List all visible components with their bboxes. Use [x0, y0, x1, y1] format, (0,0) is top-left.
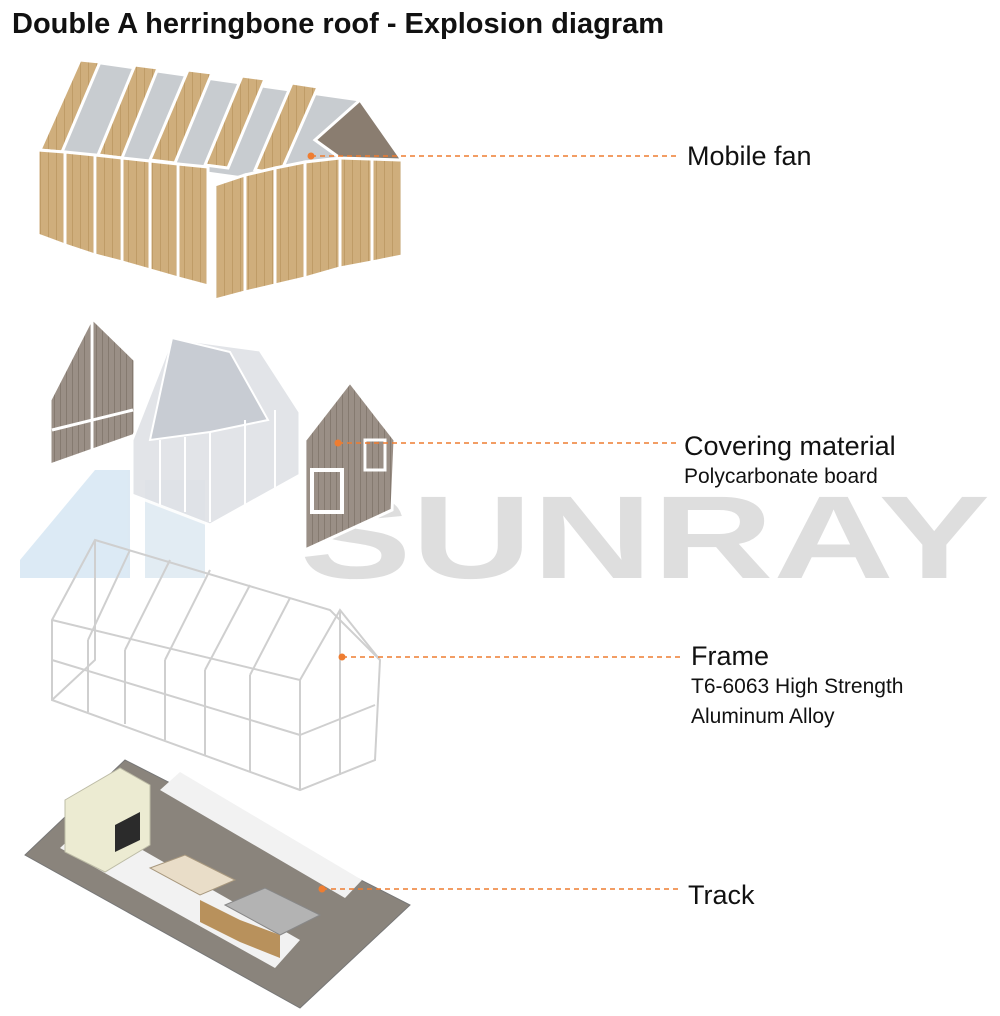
component-name: Covering material	[684, 431, 896, 461]
covering-material-illustration	[48, 315, 397, 553]
leader-dot-frame	[338, 653, 346, 661]
leader-lines	[307, 152, 684, 893]
component-name: Track	[688, 880, 755, 910]
label-track: Track	[688, 880, 755, 911]
frame-illustration	[51, 538, 382, 792]
label-covering-material: Covering material Polycarbonate board	[684, 431, 896, 492]
leader-dot-mobile-fan	[307, 152, 315, 160]
component-detail: T6-6063 High Strength	[691, 675, 904, 698]
label-frame: Frame T6-6063 High Strength Aluminum All…	[691, 641, 903, 732]
watermark-text: SUNRAY	[300, 472, 990, 604]
leader-dot-track	[318, 885, 326, 893]
label-mobile-fan: Mobile fan	[687, 141, 812, 172]
component-name: Mobile fan	[687, 141, 812, 171]
diagram-title: Double A herringbone roof - Explosion di…	[12, 8, 664, 40]
component-detail: Polycarbonate board	[684, 465, 878, 488]
component-detail: Aluminum Alloy	[691, 705, 835, 728]
mobile-fan-illustration	[36, 58, 405, 302]
leader-dot-covering-material	[334, 439, 342, 447]
track-illustration	[24, 759, 411, 1009]
component-name: Frame	[691, 641, 770, 671]
